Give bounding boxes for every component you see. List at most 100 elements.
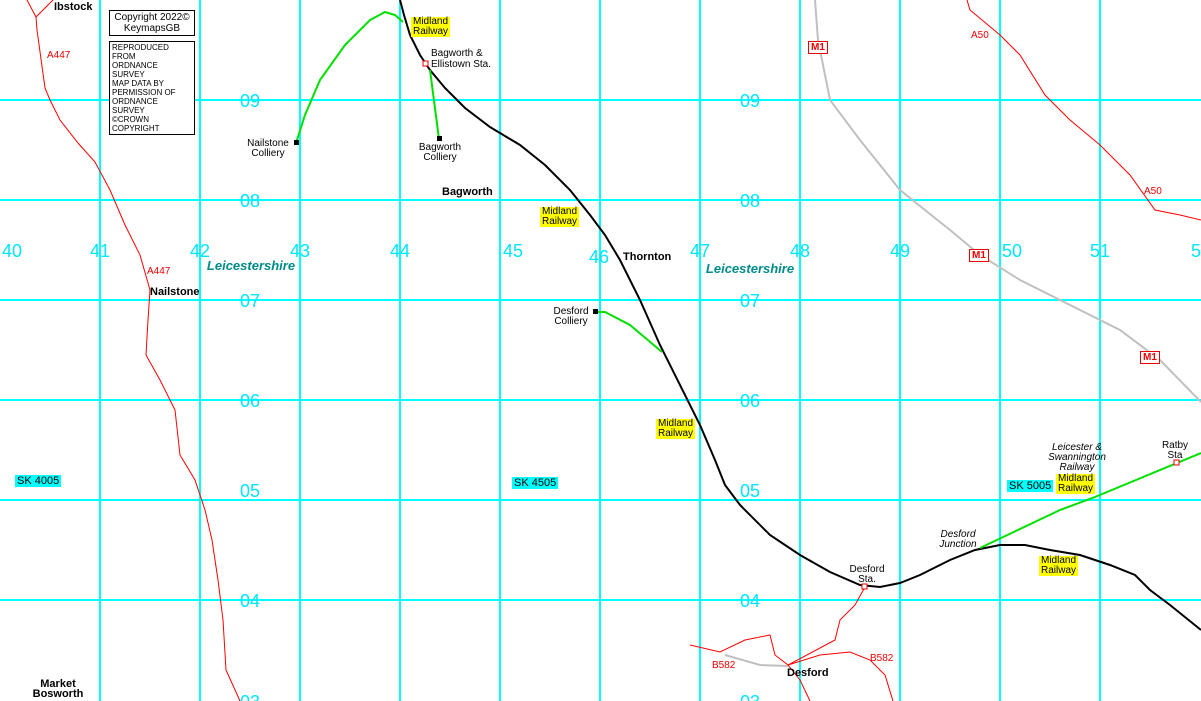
easting-labels: 40 41 42 43 44 45 46 47 48 49 50 51 5 [2, 241, 1201, 267]
road-minor-grey [724, 654, 789, 667]
northing-label: 09 [740, 91, 760, 111]
road-label-b582: B582 [870, 653, 894, 664]
os-notice-box: REPRODUCED FROM ORDNANCE SURVEY MAP DATA… [109, 41, 195, 135]
tag-line: Railway [1041, 565, 1077, 576]
easting-label: 51 [1090, 241, 1110, 261]
label-desford-station: Desford [849, 564, 884, 575]
northing-label: 07 [240, 291, 260, 311]
tag-line: Midland [658, 418, 694, 429]
os-notice-line: ORDNANCE SURVEY [112, 97, 158, 115]
os-notice-line: ORDNANCE SURVEY [112, 61, 158, 79]
easting-label: 48 [790, 241, 810, 261]
road-label-a50: A50 [1144, 186, 1162, 197]
label-desford-station: Sta. [858, 574, 876, 585]
easting-label: 43 [290, 241, 310, 261]
midland-railway-line [399, 0, 1201, 631]
northing-label: 08 [240, 191, 260, 211]
leicester-swannington-railway-line [979, 452, 1201, 549]
label-desford-colliery: Desford [553, 306, 588, 317]
label-ratby-station: Ratby [1162, 440, 1188, 451]
road-m1 [814, 0, 1201, 403]
grid-ref-label: SK 4005 [15, 475, 62, 487]
northing-label: 03 [740, 692, 760, 701]
colliery-marker-nailstone[interactable] [294, 140, 299, 145]
easting-label: 45 [503, 241, 523, 261]
place-ibstock[interactable]: Ibstock [54, 1, 93, 13]
road-ibstock [26, 0, 54, 18]
tag-line: Railway [658, 428, 694, 439]
label-nailstone-colliery: Nailstone [247, 138, 289, 149]
place-bagworth[interactable]: Bagworth [442, 186, 493, 198]
label-desford-colliery: Colliery [554, 316, 587, 327]
northing-label: 07 [740, 291, 760, 311]
easting-label: 50 [1002, 241, 1022, 261]
place-thornton[interactable]: Thornton [623, 251, 672, 263]
road-desford-station [787, 586, 866, 701]
label-bagworth-colliery: Bagworth [419, 142, 461, 153]
road-a447 [35, 16, 241, 701]
copyright-text: Copyright 2022© [114, 12, 190, 23]
os-notice-line: ©CROWN COPYRIGHT [112, 115, 160, 133]
place-market-bosworth[interactable]: Market [40, 678, 76, 690]
copyright-owner: KeymapsGB [123, 23, 181, 34]
easting-label: 47 [690, 241, 710, 261]
station-marker-desford[interactable] [861, 583, 868, 590]
road-b582-east [787, 651, 894, 701]
northing-label: 04 [240, 591, 260, 611]
northing-label: 05 [740, 481, 760, 501]
northing-label: 09 [240, 91, 260, 111]
road-label-m1: M1 [969, 249, 989, 262]
label-bagworth-colliery: Colliery [423, 152, 456, 163]
station-marker-bagworth[interactable] [422, 60, 429, 67]
tag-line: Railway [542, 216, 578, 227]
grid-ref-label: SK 4505 [512, 477, 559, 489]
station-marker-ratby[interactable] [1173, 459, 1180, 466]
place-nailstone[interactable]: Nailstone [150, 286, 200, 298]
road-b582-west [689, 634, 789, 666]
road-label-a50: A50 [971, 30, 989, 41]
os-notice-line: MAP DATA BY [112, 79, 165, 88]
label-leicester-swannington-railway: Leicester & [1052, 442, 1102, 453]
label-desford-junction: Junction [938, 539, 977, 550]
northing-label: 04 [740, 591, 760, 611]
bagworth-colliery-branch [429, 69, 440, 140]
copyright-box: Copyright 2022© KeymapsGB [109, 10, 195, 36]
tag-line: Midland [413, 16, 449, 27]
tag-line: Railway [1058, 483, 1094, 494]
road-label-a447: A447 [147, 266, 171, 277]
road-a50 [966, 0, 1201, 221]
place-market-bosworth[interactable]: Bosworth [33, 688, 84, 700]
label-leicester-swannington-railway: Swannington [1048, 452, 1106, 463]
northing-labels: 09 08 07 06 05 04 03 09 08 07 06 05 04 0… [240, 91, 760, 701]
easting-label: 46 [589, 247, 609, 267]
easting-label: 41 [90, 241, 110, 261]
northing-label: 05 [240, 481, 260, 501]
road-label-a447: A447 [47, 50, 71, 61]
easting-label: 40 [2, 241, 22, 261]
label-bagworth-station: Ellistown Sta. [431, 59, 491, 70]
road-label-m1: M1 [808, 41, 828, 54]
label-desford-junction: Desford [940, 529, 975, 540]
tag-line: Midland [1058, 473, 1094, 484]
colliery-marker-bagworth[interactable] [437, 136, 442, 141]
label-bagworth-station: Bagworth & [431, 48, 483, 59]
northing-label: 03 [240, 692, 260, 701]
road-label-b582: B582 [712, 660, 736, 671]
colliery-marker-desford[interactable] [593, 309, 598, 314]
tag-line: Railway [413, 26, 449, 37]
place-desford[interactable]: Desford [787, 667, 829, 679]
easting-label: 49 [890, 241, 910, 261]
county-label: Leicestershire [706, 261, 794, 276]
northing-label: 06 [240, 391, 260, 411]
tag-line: Midland [1041, 555, 1077, 566]
county-label: Leicestershire [207, 258, 295, 273]
os-notice-line: REPRODUCED FROM [112, 43, 169, 61]
road-label-m1: M1 [1140, 351, 1160, 364]
